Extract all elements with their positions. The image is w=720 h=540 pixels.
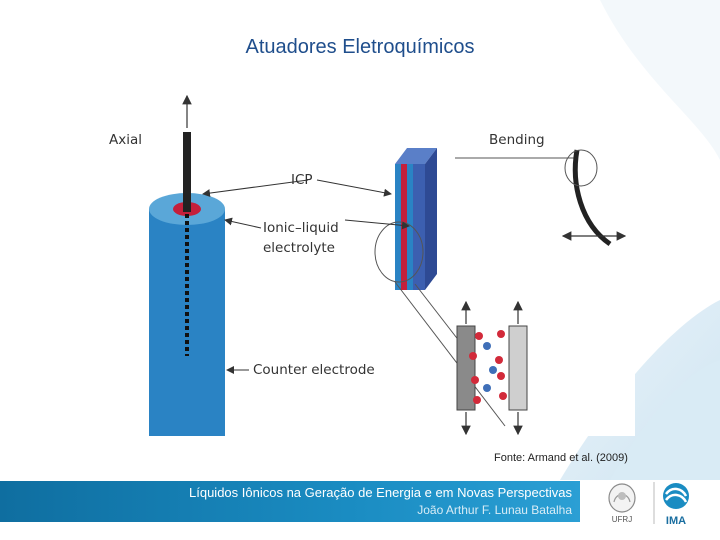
actuator-diagram: Axial Bending ICP Ionic–liquid electroly… (95, 84, 635, 436)
label-bending: Bending (489, 132, 545, 148)
label-icp: ICP (291, 172, 313, 188)
label-counter-electrode: Counter electrode (253, 362, 375, 378)
axial-actuator (149, 94, 225, 436)
label-axial: Axial (109, 132, 142, 148)
slide-title: Atuadores Eletroquímicos (245, 36, 475, 58)
svg-text:IMA: IMA (666, 515, 686, 527)
bending-actuator-plate (374, 148, 437, 290)
footer-title: Líquidos Iônicos na Geração de Energia e… (189, 485, 572, 500)
label-ionic-liquid: Ionic–liquid (263, 220, 339, 236)
bending-deflection (455, 149, 627, 247)
ima-logo: IMA (653, 482, 689, 527)
svg-text:UFRJ: UFRJ (612, 515, 632, 524)
footer-bar: Líquidos Iônicos na Geração de Energia e… (0, 481, 580, 522)
ufrj-logo: UFRJ (608, 483, 636, 524)
footer-author: João Arthur F. Lunau Batalha (417, 503, 572, 517)
ion-detail (394, 281, 528, 436)
figure-source: Fonte: Armand et al. (2009) (494, 452, 628, 464)
footer: Líquidos Iônicos na Geração de Energia e… (0, 481, 720, 540)
label-electrolyte: electrolyte (263, 240, 335, 256)
axial-rod (183, 132, 191, 212)
